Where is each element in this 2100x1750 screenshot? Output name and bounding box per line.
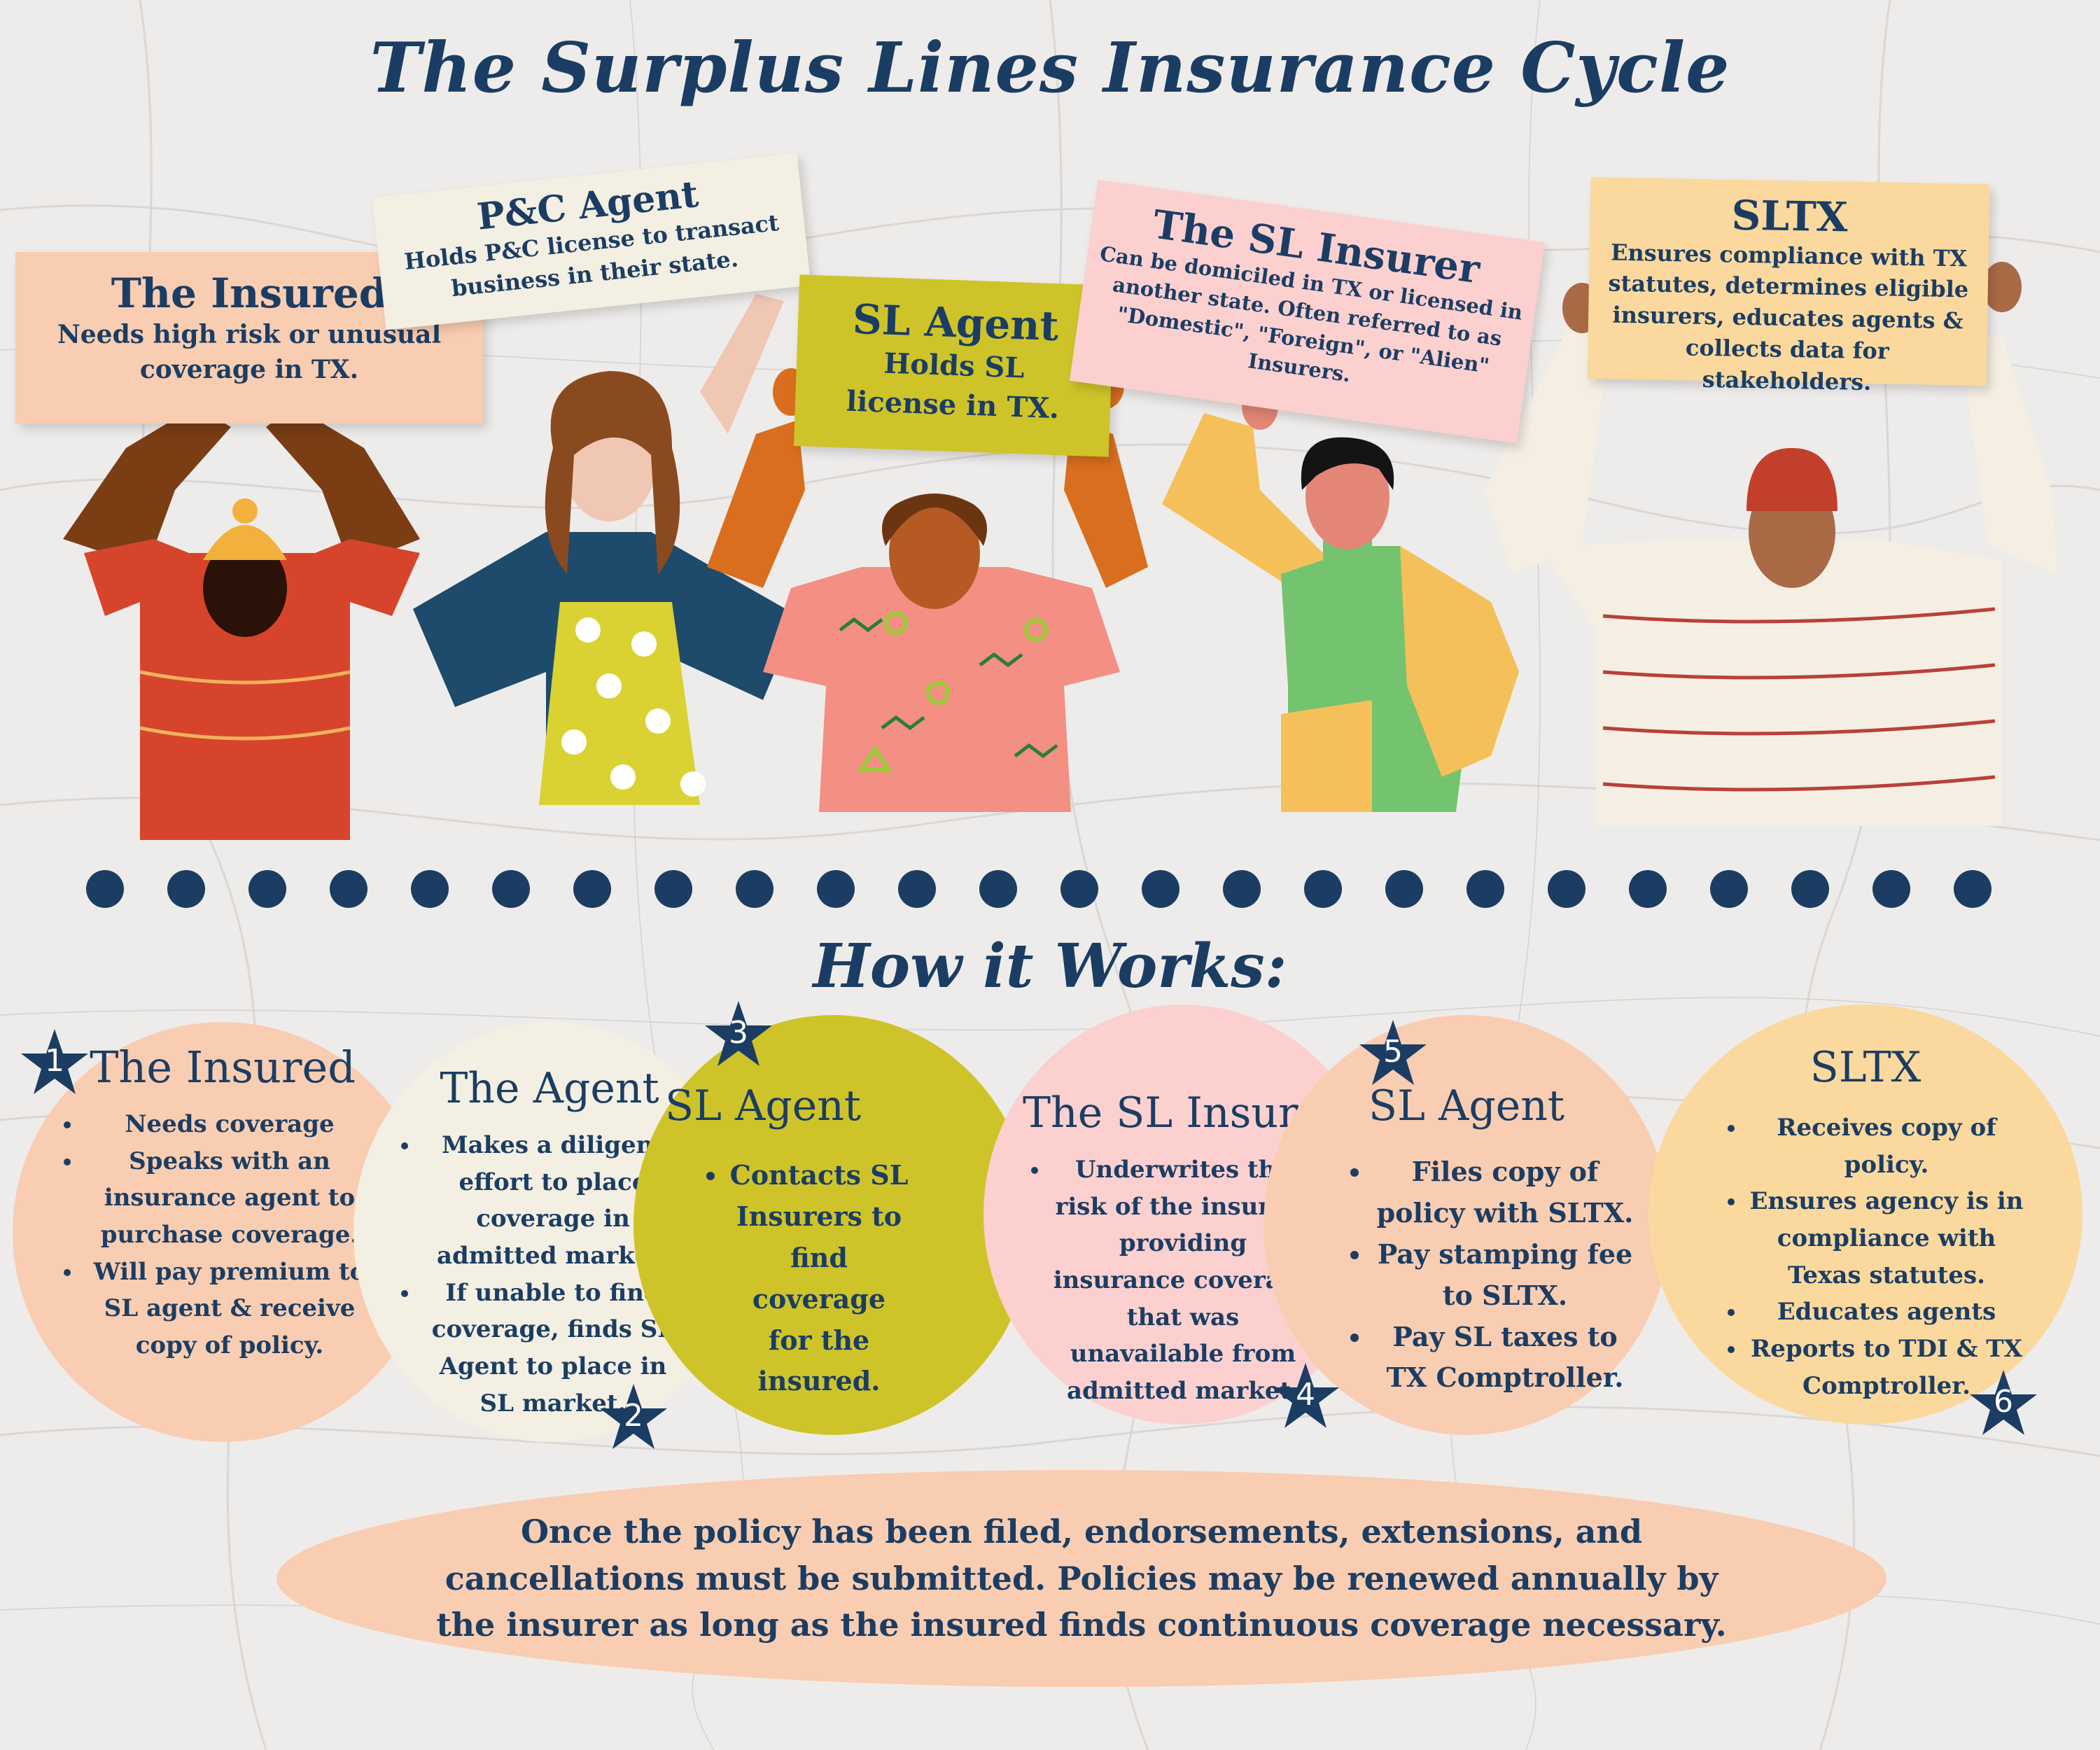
sign-sltx-desc: Ensures compliance with TX statutes, det… — [1608, 239, 1969, 396]
step-6-item: Educates agents — [1746, 1294, 2026, 1331]
step-3-list: Contacts SL Insurers to find coverage fo… — [700, 1155, 910, 1402]
sltx-person — [1484, 329, 2058, 826]
people-illustration — [63, 262, 2058, 840]
step-2-item: Makes a diligent effort to place coverag… — [420, 1127, 686, 1275]
step-6-item: Ensures agency is in compliance with Tex… — [1746, 1183, 2026, 1294]
step-2-star-icon: 2 — [598, 1382, 668, 1452]
sign-sltx-title: SLTX — [1730, 191, 1849, 241]
insured-person — [63, 406, 420, 840]
sl-agent-person — [707, 420, 1148, 812]
sign-insured: The Insured Needs high risk or unusual c… — [15, 252, 483, 424]
step-5-item: Pay SL taxes to TX Comptroller. — [1372, 1317, 1638, 1399]
step-4-number: 4 — [1296, 1377, 1315, 1413]
step-6-item: Reports to TDI & TX Comptroller. — [1746, 1331, 2026, 1404]
step-2-title: The Agent — [440, 1064, 659, 1113]
page-title: The Surplus Lines Insurance Cycle — [370, 28, 1730, 108]
footer-note-text: Once the policy has been filed, endorsem… — [436, 1513, 1727, 1644]
step-1-star-icon: 1 — [20, 1028, 90, 1098]
sign-insured-title: The Insured — [111, 270, 388, 317]
step-5-item: Pay stamping fee to SLTX. — [1372, 1234, 1638, 1317]
step-3-title: SL Agent — [664, 1082, 862, 1130]
step-1-item: Needs coverage — [83, 1106, 377, 1143]
step-6-item: Receives copy of policy. — [1746, 1110, 2026, 1183]
how-it-works-title: How it Works: — [813, 931, 1287, 1002]
step-5-star-icon: 5 — [1358, 1018, 1428, 1088]
step-2-list: Makes a diligent effort to place coverag… — [392, 1127, 686, 1422]
sign-sltx: SLTX Ensures compliance with TX statutes… — [1587, 177, 1990, 396]
pc-agent-person — [413, 294, 798, 805]
step-2-number: 2 — [624, 1398, 643, 1434]
step-3-item: Contacts SL Insurers to find coverage fo… — [728, 1155, 910, 1402]
sign-sl-agent-desc: Holds SL license in TX. — [846, 346, 1060, 425]
step-3-number: 3 — [729, 1015, 748, 1051]
sl-insurer-person — [1162, 413, 1519, 812]
step-6-star-icon: 6 — [1968, 1368, 2038, 1438]
step-6-list: Receives copy of policy. Ensures agency … — [1718, 1110, 2026, 1405]
step-3-circle: SL Agent Contacts SL Insurers to find co… — [634, 1015, 1032, 1435]
step-1-list: Needs coverage Speaks with an insurance … — [55, 1106, 377, 1364]
step-5-number: 5 — [1383, 1034, 1403, 1070]
sign-insured-desc: Needs high risk or unusual coverage in T… — [57, 319, 442, 385]
step-4-star-icon: 4 — [1270, 1362, 1340, 1432]
step-3-star-icon: 3 — [704, 1000, 774, 1070]
step-6-circle: SLTX Receives copy of policy. Ensures ag… — [1648, 1004, 2082, 1424]
dotted-divider — [86, 870, 1991, 908]
step-5-title: SL Agent — [1368, 1082, 1565, 1130]
step-5-circle: SL Agent Files copy of policy with SLTX.… — [1264, 1015, 1670, 1435]
step-1-title: The Insured — [90, 1042, 356, 1093]
step-5-item: Files copy of policy with SLTX. — [1372, 1152, 1638, 1234]
step-6-title: SLTX — [1809, 1043, 1921, 1092]
step-1-number: 1 — [45, 1043, 64, 1079]
step-2-item: If unable to find coverage, finds SL Age… — [420, 1275, 686, 1422]
step-1-item: Speaks with an insurance agent to purcha… — [83, 1143, 377, 1254]
step-6-number: 6 — [1994, 1384, 2013, 1420]
sign-sl-agent: SL Agent Holds SL license in TX. — [793, 274, 1115, 457]
step-1-item: Will pay premium to SL agent & receive c… — [83, 1254, 377, 1364]
footer-note-oval — [276, 1470, 1886, 1687]
step-5-list: Files copy of policy with SLTX. Pay stam… — [1344, 1152, 1638, 1399]
